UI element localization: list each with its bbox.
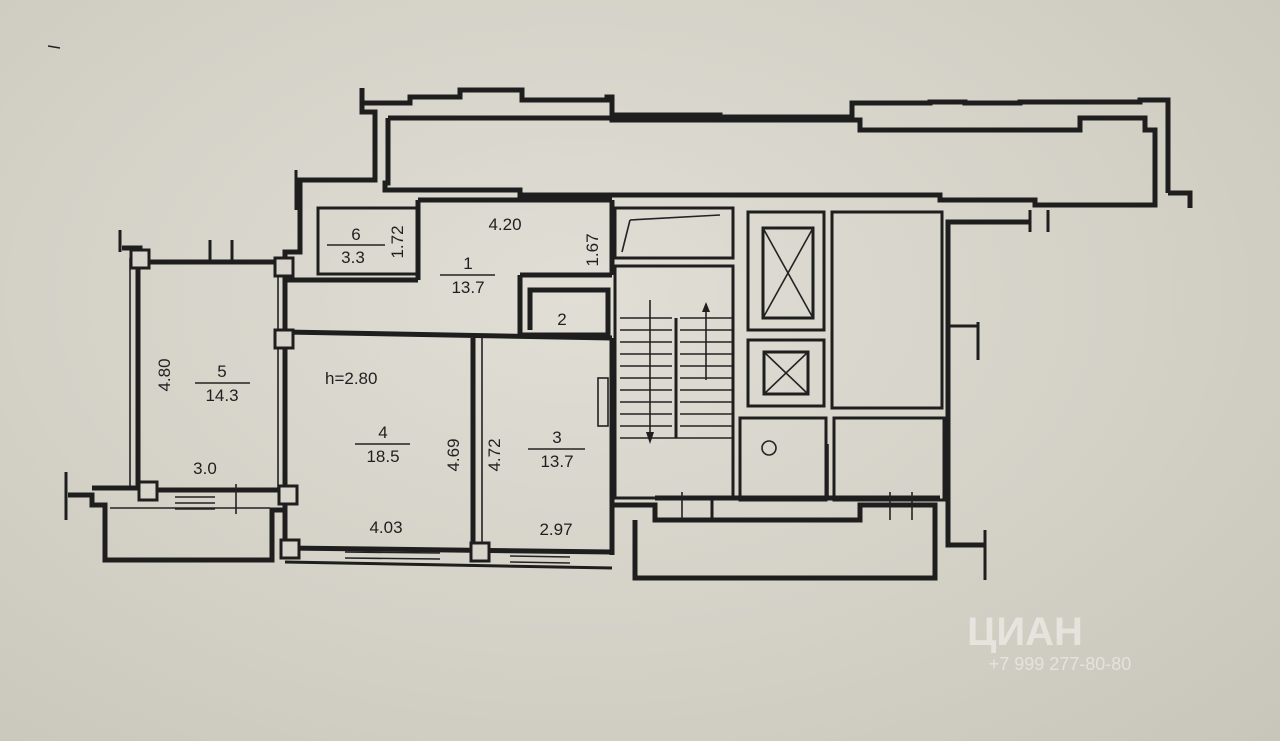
- stairwell-walls: [613, 264, 735, 500]
- elevator-cabin-large: [761, 226, 815, 320]
- dim-room4-width: 4.03: [369, 518, 402, 537]
- top-left-notch: [297, 103, 378, 215]
- room2-walls: [517, 275, 611, 338]
- chute-door: [629, 214, 721, 221]
- rooms-top-wall: [284, 329, 613, 341]
- room4-window-glass: [344, 557, 441, 560]
- chute-door: [621, 219, 631, 253]
- bottom-exterior-wall-outer: [284, 560, 613, 570]
- room4-area: 18.5: [366, 447, 399, 466]
- column: [137, 480, 159, 502]
- room3-number: 3: [552, 428, 561, 447]
- column: [279, 538, 301, 560]
- elevator-cabin-small: [762, 350, 810, 396]
- dim-storage-depth: 1.72: [388, 225, 407, 258]
- room6-number: 6: [351, 225, 360, 244]
- elevator-cross: [763, 351, 809, 395]
- watermark-phone: +7 999 277-80-80: [989, 654, 1132, 674]
- right-wall-stub: [1168, 190, 1193, 208]
- elevator-shaft-small: [746, 338, 826, 408]
- room5-area: 14.3: [205, 386, 238, 405]
- column: [129, 248, 151, 270]
- dim-hall-width: 4.20: [488, 215, 521, 234]
- dim-hall-depth: 1.67: [583, 233, 602, 266]
- room4-window-glass: [344, 551, 441, 554]
- service-room-lower: [738, 416, 828, 502]
- stair-flight: [620, 300, 732, 444]
- dim-room4-depth: 4.69: [444, 438, 463, 471]
- room3-window-glass: [509, 561, 571, 564]
- dim-balcony-width: 3.0: [193, 459, 217, 478]
- drain-symbol: [761, 440, 777, 456]
- room3-area: 13.7: [540, 452, 573, 471]
- watermark-brand: ЦИАН: [967, 610, 1083, 654]
- top-outer-wall: [359, 87, 1171, 193]
- room3-window-glass: [509, 555, 571, 558]
- room1-area: 13.7: [451, 278, 484, 297]
- service-room-right: [832, 416, 946, 502]
- dim-room3-width: 2.97: [539, 520, 572, 539]
- column: [277, 484, 299, 506]
- elevator-cross: [762, 227, 814, 319]
- column: [469, 541, 491, 563]
- trash-chute-room: [613, 206, 735, 260]
- room1-number: 1: [463, 254, 472, 273]
- room5-number: 5: [217, 362, 226, 381]
- dim-room3-depth: 4.72: [485, 438, 504, 471]
- top-inner-wall: [382, 115, 1158, 208]
- room4-number: 4: [378, 423, 387, 442]
- service-room-upper: [830, 210, 944, 410]
- column: [273, 256, 295, 278]
- balcony-left: [68, 492, 285, 563]
- column: [273, 328, 295, 350]
- elevator-shaft-large: [746, 210, 826, 332]
- entrance-canopy: [612, 502, 938, 581]
- room6-area: 3.3: [341, 248, 365, 267]
- dim-room5-depth: 4.80: [155, 358, 174, 391]
- right-exterior-wall: [945, 219, 1030, 548]
- room2-number: 2: [557, 310, 566, 329]
- bottom-exterior-wall: [284, 545, 613, 555]
- ceiling-height-label: h=2.80: [325, 369, 377, 388]
- scan-mark: [47, 45, 61, 49]
- room3-radiator: [597, 377, 609, 427]
